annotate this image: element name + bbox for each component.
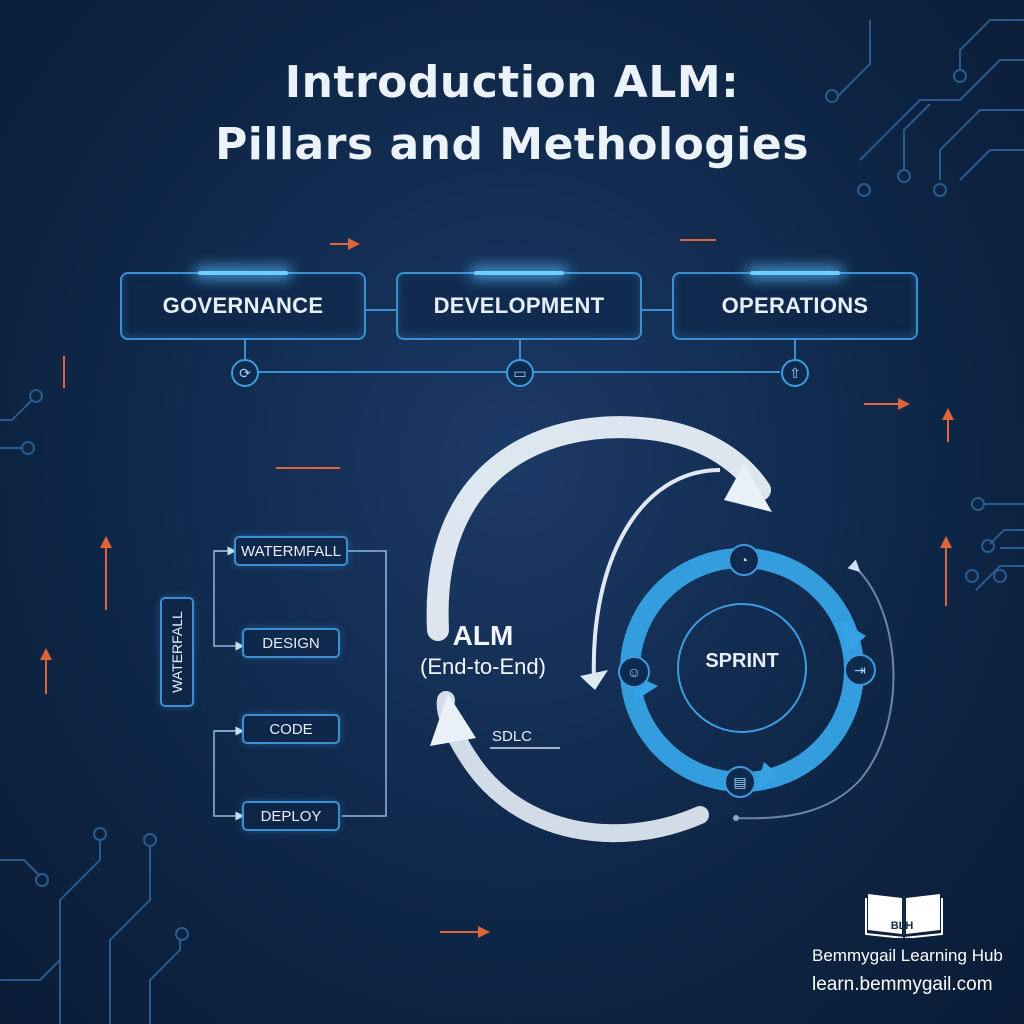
pillar-operations-label: OPERATIONS <box>721 293 869 318</box>
logo-text: BLH <box>890 920 914 932</box>
pillar-governance-label: GOVERNANCE <box>162 293 324 318</box>
terminal-icon: ▤ <box>724 766 756 798</box>
team-chart-icon: ◔ <box>728 544 760 576</box>
waterfall-step-label: WATERMFALL <box>240 542 341 560</box>
pillar-glow <box>474 271 564 275</box>
refresh-gear-icon: ⟳ <box>231 359 259 387</box>
user-icon: ☺ <box>618 656 650 688</box>
circuit-traces-right <box>965 497 1024 591</box>
export-icon: ⇥ <box>844 654 876 686</box>
alm-label-group: ALM (End-to-End) <box>408 620 558 680</box>
alm-sublabel: (End-to-End) <box>420 654 546 679</box>
waterfall-step-design[interactable]: DESIGN <box>242 628 340 658</box>
cloud-upload-icon: ⇧ <box>781 359 809 387</box>
orange-accent-lines <box>40 238 954 938</box>
waterfall-step-label: DEPLOY <box>260 807 322 825</box>
sdlc-label: SDLC <box>492 728 533 745</box>
pillar-glow <box>198 271 288 275</box>
waterfall-step-watermfall[interactable]: WATERMFALL <box>234 536 348 566</box>
sprint-cycle-ring <box>620 548 895 821</box>
pillar-development-label: DEVELOPMENT <box>433 293 605 318</box>
waterfall-step-label: CODE <box>269 720 313 738</box>
waterfall-connectors <box>213 546 387 821</box>
alm-cycle-arrows <box>426 416 772 843</box>
page-title: Introduction ALM: Pillars and Methologie… <box>0 52 1024 176</box>
pillar-glow <box>750 271 840 275</box>
circuit-traces-left <box>0 389 189 1024</box>
waterfall-side-label: WATERFALL <box>160 597 194 707</box>
book-logo-icon <box>865 894 943 938</box>
sprint-label: SPRINT <box>705 650 779 672</box>
pillar-governance[interactable]: GOVERNANCE <box>120 271 366 340</box>
waterfall-step-code[interactable]: CODE <box>242 714 340 744</box>
alm-label: ALM <box>452 620 514 651</box>
waterfall-side-label-text: WATERFALL <box>169 611 185 693</box>
pillar-development[interactable]: DEVELOPMENT <box>396 271 642 340</box>
circuit-traces-top-right <box>825 19 1024 197</box>
monitor-chart-icon: ▭ <box>506 359 534 387</box>
pillar-operations[interactable]: OPERATIONS <box>672 271 918 340</box>
waterfall-step-deploy[interactable]: DEPLOY <box>242 801 340 831</box>
brand-site-link[interactable]: learn.bemmygail.com <box>812 974 993 995</box>
title-line-1: Introduction ALM: <box>284 57 740 108</box>
waterfall-step-label: DESIGN <box>262 634 320 652</box>
brand-name: Bemmygail Learning Hub <box>812 946 1003 965</box>
title-line-2: Pillars and Methologies <box>215 119 809 170</box>
